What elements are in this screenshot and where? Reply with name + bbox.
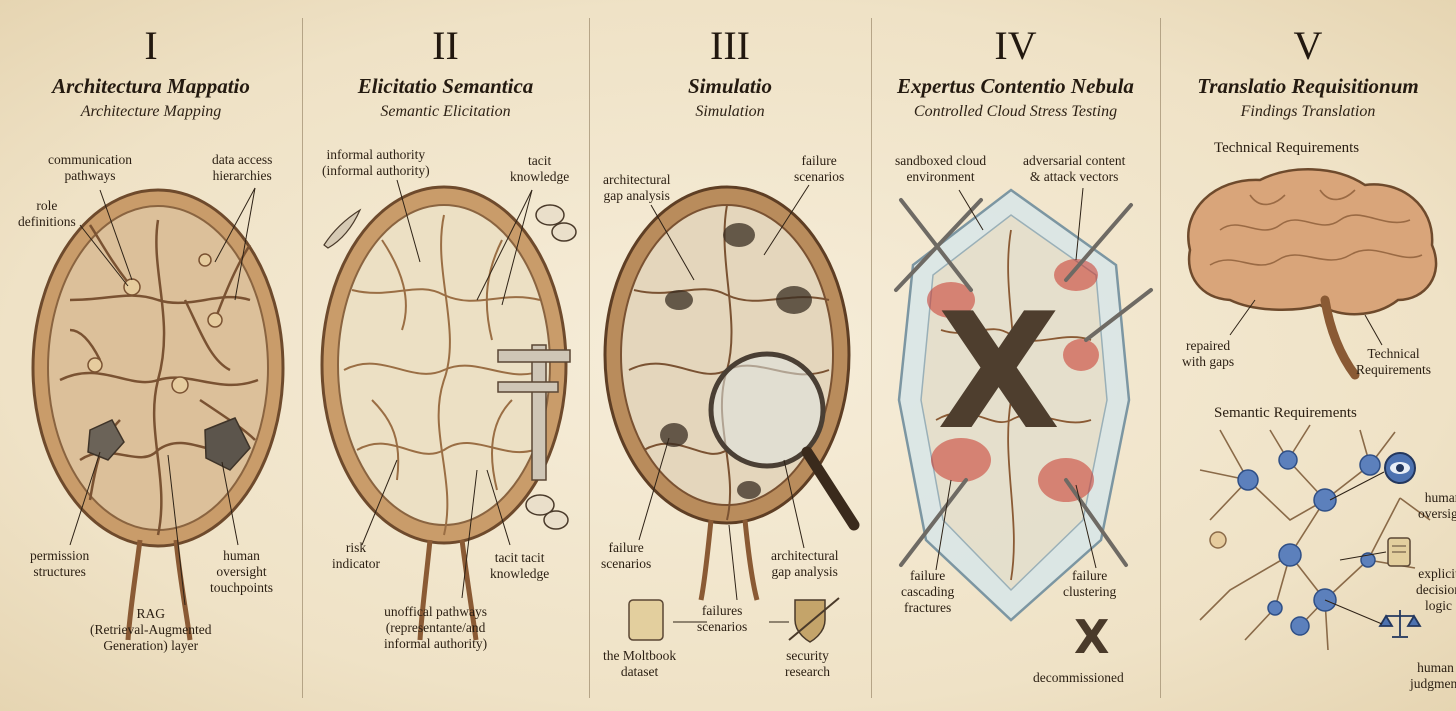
decommissioned-small-x-mark: X bbox=[1074, 610, 1110, 664]
decommissioned-x-mark: X bbox=[937, 278, 1061, 465]
panel-english-subtitle: Architecture Mapping bbox=[80, 103, 222, 120]
damaged-brain-illustration bbox=[603, 184, 860, 643]
panel-numeral: II bbox=[432, 23, 459, 68]
crystal-encased-brain-illustration bbox=[894, 187, 1153, 622]
panel-semantic-elicitation: II Elicitatio Semantica Semantic Elicita… bbox=[302, 0, 589, 711]
panel-english-subtitle: Controlled Cloud Stress Testing bbox=[913, 103, 1118, 120]
label-decommissioned: decommissioned bbox=[1033, 670, 1124, 685]
eye-icon bbox=[1384, 452, 1416, 484]
panel-numeral: IV bbox=[994, 23, 1037, 68]
brain-and-network-illustration bbox=[1187, 168, 1438, 651]
panel-findings-translation: V Translatio Requisitionum Findings Tran… bbox=[1160, 0, 1456, 711]
panel-english-subtitle: Simulation bbox=[695, 103, 765, 120]
panel-latin-title: Architectura Mappatio bbox=[52, 74, 250, 98]
panel-divider bbox=[302, 18, 303, 698]
panel-divider bbox=[1160, 18, 1161, 698]
panel-latin-title: Translatio Requisitionum bbox=[1197, 74, 1419, 98]
semantic-requirements-heading: Semantic Requirements bbox=[1214, 405, 1357, 421]
scroll-icon bbox=[1387, 537, 1411, 567]
panel-numeral: III bbox=[710, 23, 750, 68]
panel-simulation: III Simulatio Simulation bbox=[589, 0, 871, 711]
panel-latin-title: Expertus Contentio Nebula bbox=[897, 74, 1134, 98]
label-informal-authority: informal authority(informal authority) bbox=[322, 147, 430, 178]
panel-controlled-cloud-stress-testing: IV Expertus Contentio Nebula Controlled … bbox=[871, 0, 1160, 711]
panel-numeral: I bbox=[144, 23, 158, 68]
brain-cross-section-illustration bbox=[31, 187, 285, 641]
panel-latin-title: Elicitatio Semantica bbox=[357, 74, 534, 98]
technical-requirements-heading: Technical Requirements bbox=[1214, 140, 1360, 156]
panel-numeral: V bbox=[1293, 23, 1323, 68]
label-explicit-decision-logic: explicitdecisionlogic bbox=[1416, 566, 1456, 613]
brain-cross-section-illustration bbox=[320, 179, 577, 641]
panel-architecture-mapping: I Architectura Mappatio Architecture Map… bbox=[0, 0, 302, 711]
panel-english-subtitle: Findings Translation bbox=[1240, 103, 1376, 120]
label-adversarial-content: adversarial content& attack vectors bbox=[1023, 153, 1126, 184]
panel-latin-title: Simulatio bbox=[687, 74, 773, 98]
panel-divider bbox=[871, 18, 872, 698]
panel-divider bbox=[589, 18, 590, 698]
panel-english-subtitle: Semantic Elicitation bbox=[380, 103, 511, 120]
scales-icon bbox=[1378, 610, 1422, 638]
